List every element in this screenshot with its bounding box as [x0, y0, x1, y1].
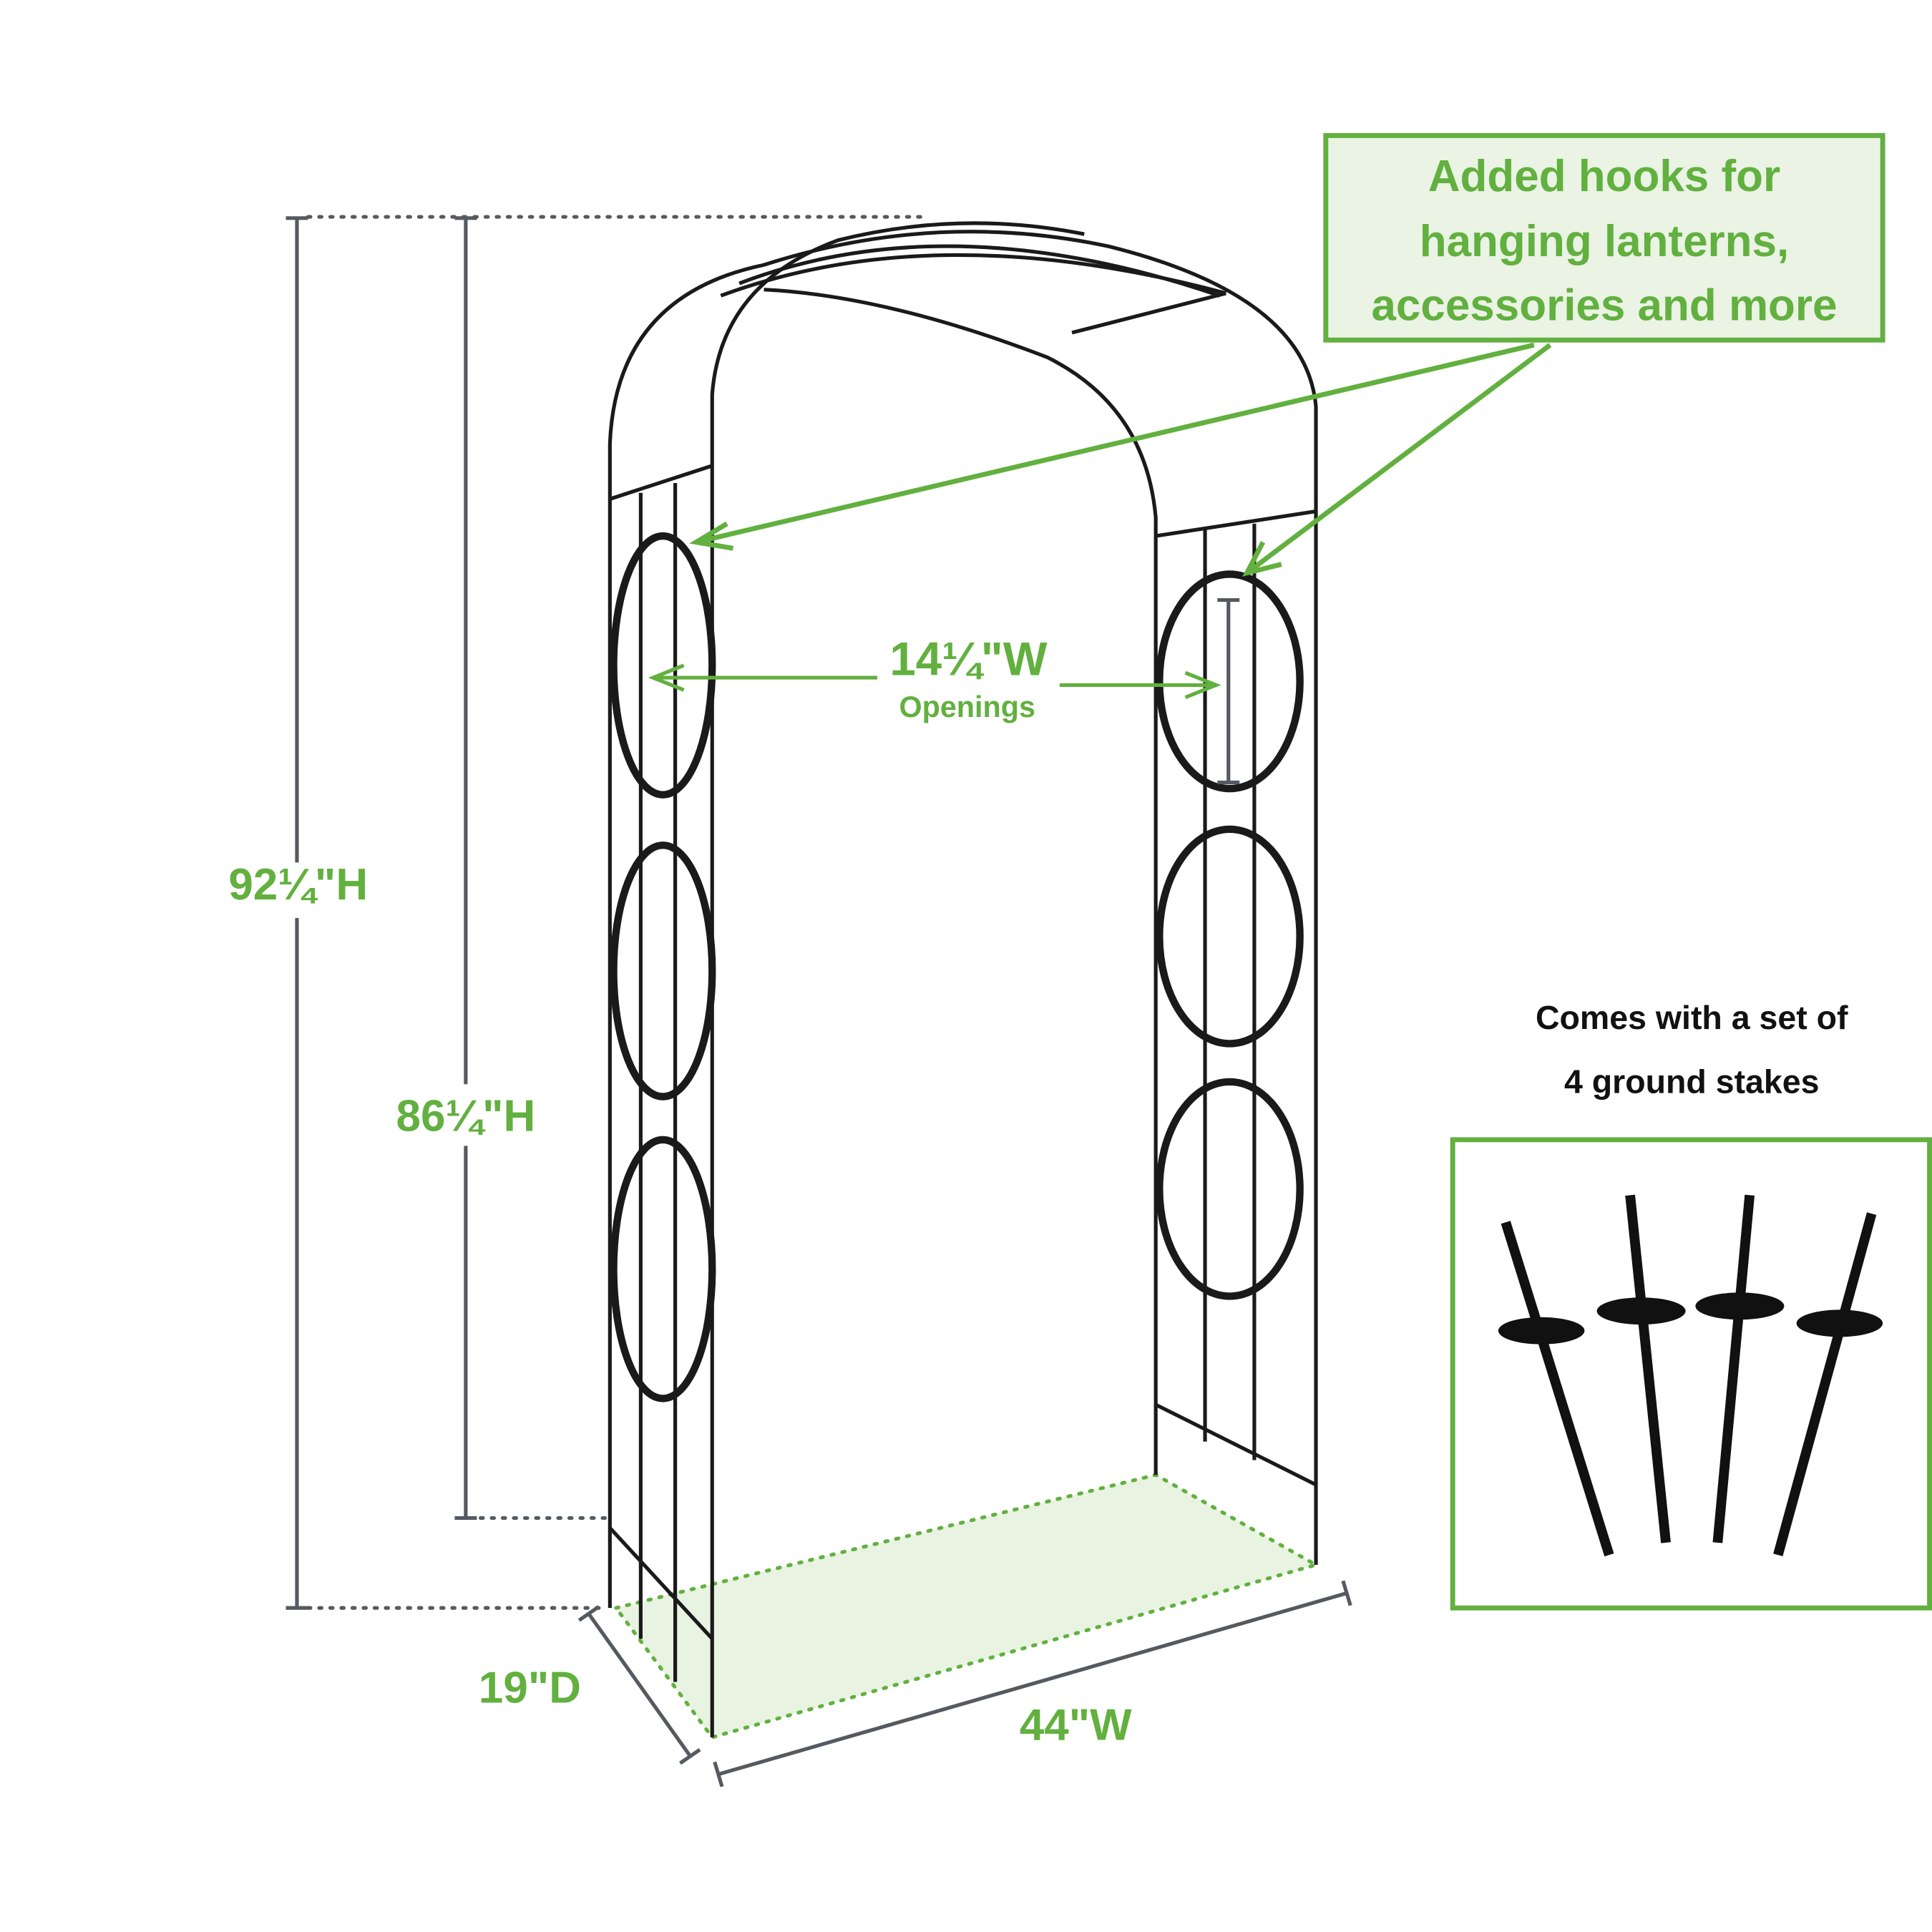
- svg-text:accessories and more: accessories and more: [1371, 281, 1837, 331]
- width-dimension: 44"W: [713, 1580, 1352, 1787]
- svg-text:44"W: 44"W: [1020, 1700, 1132, 1750]
- ground-stake-icon: [1596, 1194, 1686, 1543]
- total-height-label: 92¼"H: [228, 860, 368, 909]
- svg-text:hanging lanterns,: hanging lanterns,: [1420, 217, 1789, 266]
- svg-text:4 ground stakes: 4 ground stakes: [1564, 1063, 1819, 1100]
- stakes-panel: Comes with a set of 4 ground stakes: [1450, 999, 1932, 1611]
- ground-stake-icon: [1498, 1221, 1614, 1557]
- svg-text:Comes with a set of: Comes with a set of: [1536, 999, 1848, 1036]
- opening-dimension: 14¼"W Openings: [648, 633, 1221, 723]
- ground-stake-icon: [1773, 1212, 1883, 1556]
- opening-width-label: 14¼"W: [889, 633, 1047, 686]
- hooks-callout: Added hooks for hanging lanterns, access…: [689, 132, 1885, 577]
- svg-text:19"D: 19"D: [479, 1664, 581, 1713]
- inner-height-label: 86¼"H: [396, 1092, 536, 1141]
- total-height-dimension: 92¼"H: [228, 215, 927, 1610]
- ground-stake-icon: [1695, 1194, 1785, 1543]
- footprint-outline: [614, 1473, 1321, 1740]
- arch-frame: [608, 221, 1318, 1737]
- inner-height-dimension: 86¼"H: [396, 216, 612, 1521]
- ground-footprint: [615, 1475, 1317, 1737]
- depth-dimension: 19"D: [479, 1605, 701, 1765]
- opening-label: Openings: [899, 691, 1035, 723]
- svg-text:Added hooks for: Added hooks for: [1428, 152, 1780, 201]
